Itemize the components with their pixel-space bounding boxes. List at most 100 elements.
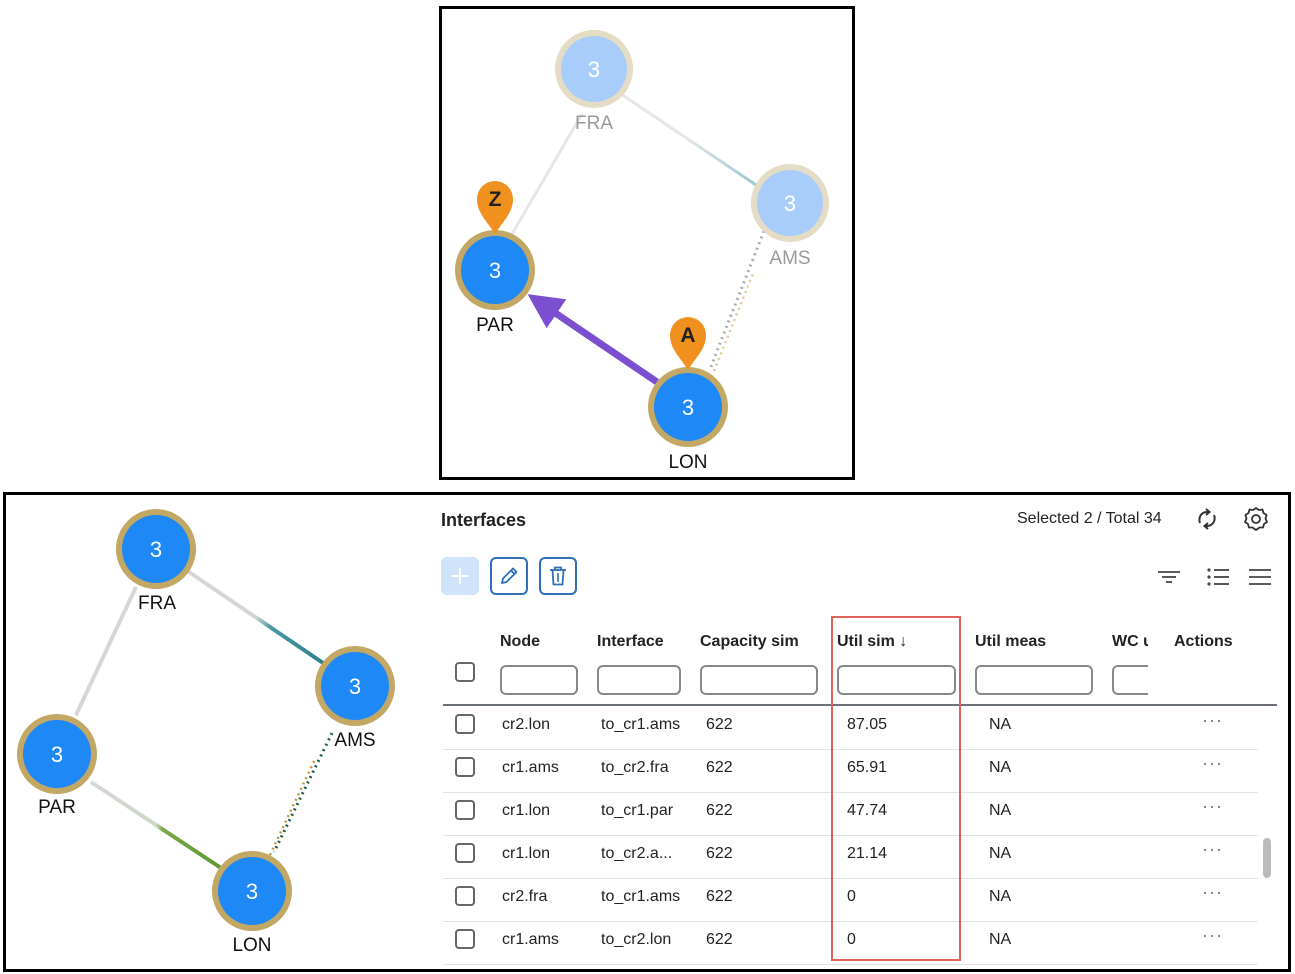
gear-icon[interactable] xyxy=(1243,506,1269,532)
add-button[interactable] xyxy=(441,557,479,595)
table-row[interactable]: cr2.lon to_cr1.ams 622 87.05 NA ··· xyxy=(443,706,1258,750)
column-header-wc-util[interactable]: WC u xyxy=(1112,633,1148,650)
node-count: 3 xyxy=(489,258,501,283)
node-label: FRA xyxy=(575,113,613,134)
node-label: LON xyxy=(668,452,707,473)
row-checkbox[interactable] xyxy=(455,929,475,949)
node-lon[interactable]: 3 LON xyxy=(648,367,728,473)
row-checkbox[interactable] xyxy=(455,800,475,820)
table-row[interactable]: cr1.lon to_cr2.a... 622 21.14 NA ··· xyxy=(443,835,1258,879)
row-actions-button[interactable]: ··· xyxy=(1202,710,1223,730)
row-actions-button[interactable]: ··· xyxy=(1202,839,1223,859)
node-count: 3 xyxy=(784,191,796,216)
node-count: 3 xyxy=(246,879,258,904)
node-label: PAR xyxy=(476,315,514,336)
selection-count: Selected 2 / Total 34 xyxy=(1017,510,1162,527)
cell-util-sim: 65.91 xyxy=(847,759,888,776)
header-divider xyxy=(443,704,1277,706)
cell-interface: to_cr1.ams xyxy=(601,888,681,905)
interface-filter-input[interactable] xyxy=(597,665,681,695)
edit-button[interactable] xyxy=(490,557,528,595)
wc-util-filter-input[interactable] xyxy=(1112,665,1148,695)
path-topology-canvas: 3 FRA 3 AMS 3 PAR 3 LON Z A xyxy=(455,30,829,473)
row-checkbox[interactable] xyxy=(455,843,475,863)
node-par[interactable]: 3 PAR xyxy=(17,714,97,818)
node-ams[interactable]: 3 AMS xyxy=(315,646,395,751)
trash-icon xyxy=(550,566,566,586)
cell-node: cr2.fra xyxy=(502,888,548,905)
cell-node: cr1.lon xyxy=(502,845,551,862)
link-par-lon[interactable] xyxy=(89,780,223,870)
row-checkbox[interactable] xyxy=(455,757,475,777)
link-lon-ams-dotted[interactable] xyxy=(268,756,318,856)
table-scrollbar[interactable] xyxy=(1263,838,1271,878)
node-lon[interactable]: 3 LON xyxy=(212,851,292,956)
link-fra-ams[interactable] xyxy=(184,568,328,667)
node-count: 3 xyxy=(682,395,694,420)
util-meas-filter-input[interactable] xyxy=(975,665,1093,695)
destination-marker-label: Z xyxy=(489,188,502,211)
cell-util-meas: NA xyxy=(989,759,1012,776)
list-icon[interactable] xyxy=(1205,564,1231,590)
cell-interface: to_cr2.a... xyxy=(601,845,673,862)
node-fra-faded[interactable]: 3 FRA xyxy=(555,30,633,134)
column-header-capacity-sim[interactable]: Capacity sim xyxy=(700,633,799,650)
cell-interface: to_cr1.ams xyxy=(601,716,681,733)
link-fra-par[interactable] xyxy=(510,113,584,235)
node-count: 3 xyxy=(349,674,361,699)
source-marker-label: A xyxy=(680,324,695,347)
topology-canvas: 3 FRA 3 AMS 3 PAR 3 LON xyxy=(17,509,395,956)
refresh-icon[interactable] xyxy=(1194,506,1220,532)
link-fra-ams[interactable] xyxy=(617,90,757,187)
source-marker-a[interactable]: A xyxy=(670,317,706,370)
table-row[interactable]: cr2.fra to_cr1.ams 622 0 NA ··· xyxy=(443,878,1258,922)
interfaces-table-panel: Interfaces Selected 2 / Total 34 xyxy=(440,500,1280,970)
link-lon-ams-dotted[interactable] xyxy=(712,270,756,372)
delete-button[interactable] xyxy=(539,557,577,595)
table-row[interactable]: cr1.lon to_cr1.par 622 47.74 NA ··· xyxy=(443,792,1258,836)
column-header-util-meas[interactable]: Util meas xyxy=(975,633,1047,650)
filter-icon[interactable] xyxy=(1156,564,1182,590)
destination-marker-z[interactable]: Z xyxy=(477,181,513,234)
row-checkbox[interactable] xyxy=(455,886,475,906)
cell-util-meas: NA xyxy=(989,888,1012,905)
cell-capacity-sim: 622 xyxy=(706,759,733,776)
cell-node: cr1.ams xyxy=(502,759,559,776)
node-filter-input[interactable] xyxy=(500,665,578,695)
column-header-interface[interactable]: Interface xyxy=(597,633,664,650)
row-checkbox[interactable] xyxy=(455,714,475,734)
cell-util-sim: 47.74 xyxy=(847,802,888,819)
column-header-util-sim[interactable]: Util sim ↓ xyxy=(837,633,908,650)
util-sim-filter-input[interactable] xyxy=(837,665,956,695)
row-actions-button[interactable]: ··· xyxy=(1202,925,1223,945)
cell-util-sim: 0 xyxy=(847,931,856,948)
row-actions-button[interactable]: ··· xyxy=(1202,753,1223,773)
interfaces-title: Interfaces xyxy=(441,510,527,530)
node-label: LON xyxy=(232,935,271,956)
cell-util-meas: NA xyxy=(989,931,1012,948)
link-ams-lon-dotted[interactable] xyxy=(708,230,766,370)
node-fra[interactable]: 3 FRA xyxy=(116,509,196,614)
cell-node: cr1.ams xyxy=(502,931,559,948)
node-count: 3 xyxy=(588,57,600,82)
node-label: AMS xyxy=(769,248,810,269)
node-ams-faded[interactable]: 3 AMS xyxy=(751,164,829,269)
select-all-checkbox[interactable] xyxy=(455,662,475,682)
node-par[interactable]: 3 PAR xyxy=(455,230,535,336)
cell-util-sim: 21.14 xyxy=(847,845,888,862)
row-actions-button[interactable]: ··· xyxy=(1202,882,1223,902)
path-arrow-lon-to-par[interactable] xyxy=(527,294,659,385)
node-label: PAR xyxy=(38,797,76,818)
link-fra-par[interactable] xyxy=(74,586,138,716)
cell-util-meas: NA xyxy=(989,845,1012,862)
row-actions-button[interactable]: ··· xyxy=(1202,796,1223,816)
cell-capacity-sim: 622 xyxy=(706,716,733,733)
pencil-icon xyxy=(501,567,518,584)
table-row[interactable]: cr1.ams to_cr2.fra 622 65.91 NA ··· xyxy=(443,749,1258,793)
plus-icon xyxy=(452,568,468,584)
link-ams-lon-dotted[interactable] xyxy=(272,732,334,853)
capacity-sim-filter-input[interactable] xyxy=(700,665,818,695)
column-header-node[interactable]: Node xyxy=(500,633,540,650)
table-row[interactable]: cr1.ams to_cr2.lon 622 0 NA ··· xyxy=(443,921,1258,965)
menu-icon[interactable] xyxy=(1247,564,1273,590)
